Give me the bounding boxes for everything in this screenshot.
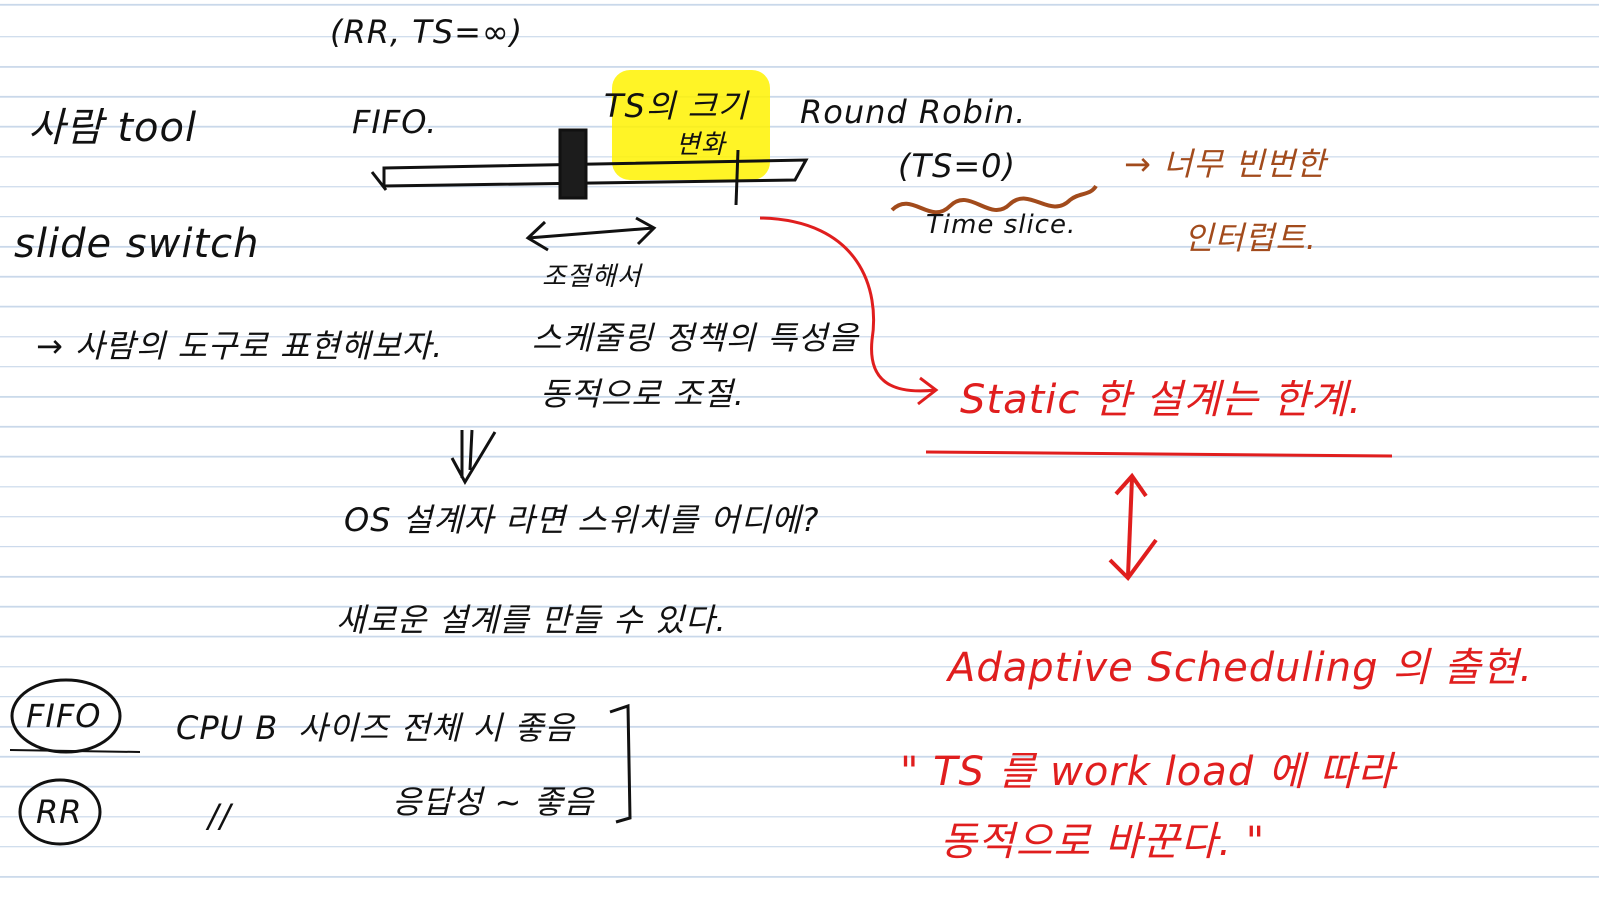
adaptive-scheduling-label: Adaptive Scheduling 의 출현. [948, 645, 1534, 691]
too-frequent-label: → 너무 빈번한 [1124, 145, 1327, 183]
round-robin-label: Round Robin. [800, 93, 1027, 131]
static-limit-label: Static 한 설계는 한계. [960, 377, 1363, 423]
interrupt-label: 인터럽트. [1184, 219, 1317, 257]
time-slice-label: Time slice. [926, 210, 1077, 240]
rr-ts-infinity: (RR, TS=∞) [330, 13, 524, 51]
ts-size-label: TS의 크기 [604, 87, 749, 125]
red-curved-arrow [759, 216, 937, 393]
adjust-label: 조절해서 [542, 262, 642, 292]
ts-change-label: 변화 [676, 130, 726, 160]
ts-zero-label: (TS=0) [898, 147, 1016, 185]
fifo-label-top: FIFO. [352, 103, 438, 141]
quote-line-1: " TS 를 work load 에 따라 [900, 749, 1395, 795]
red-double-arrow [1126, 477, 1134, 577]
fifo-circle [10, 678, 122, 754]
title-people-tool: 사람 tool [28, 105, 198, 151]
slide-switch-label: slide switch [14, 221, 260, 267]
bracket [609, 703, 632, 824]
quote-line-2: 동적으로 바꾼다. " [940, 819, 1266, 865]
ditto-mark: // [208, 797, 232, 835]
os-designer-question: OS 설계자 라면 스위치를 어디에? [344, 501, 820, 539]
dynamic-adjust-line: 동적으로 조절. [540, 375, 745, 413]
slide-switch-bar [382, 158, 809, 188]
fifo-label-bottom: FIFO [26, 697, 102, 735]
red-divider [925, 450, 1393, 458]
rr-label: RR [36, 793, 83, 831]
slide-switch-knob [558, 128, 588, 200]
cpu-b-label: CPU B [176, 709, 279, 747]
sched-policy-line: 스케줄링 정책의 특성을 [532, 319, 859, 357]
rr-circle [18, 778, 102, 846]
brown-underline [890, 184, 1098, 215]
response-good-line: 응답성 ~ 좋음 [392, 783, 595, 821]
adjust-double-arrow [527, 226, 655, 240]
new-design-line: 새로운 설계를 만들 수 있다. [336, 601, 727, 639]
express-with-tool: → 사람의 도구로 표현해보자. [36, 327, 444, 365]
size-good-line: 사이즈 전체 시 좋음 [298, 709, 576, 747]
